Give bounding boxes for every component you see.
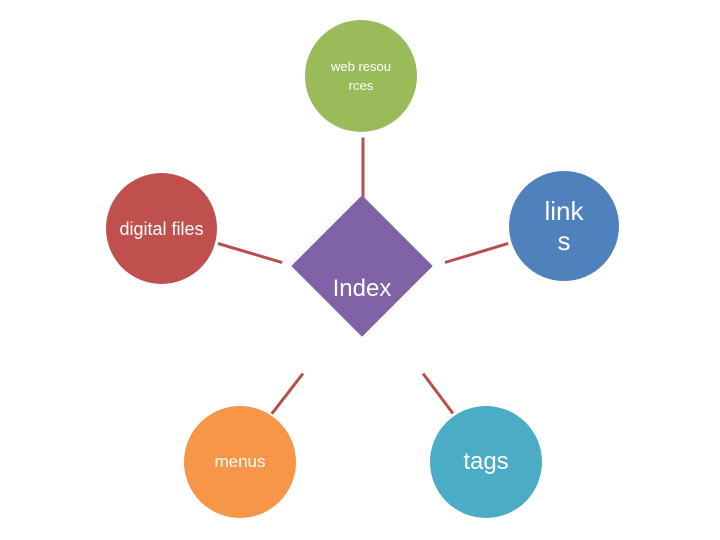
node-tags: tags bbox=[430, 406, 542, 518]
node-menus: menus bbox=[184, 406, 296, 518]
node-tags-label: tags bbox=[463, 448, 509, 475]
node-menus-label: menus bbox=[214, 452, 266, 471]
node-digital-files: digital files bbox=[106, 173, 217, 284]
connector-menus bbox=[270, 372, 305, 414]
node-links: links bbox=[509, 171, 619, 281]
node-links-label: links bbox=[544, 196, 584, 256]
node-web-resources: web resources bbox=[305, 20, 417, 132]
connector-tags bbox=[421, 372, 455, 414]
connector-links bbox=[444, 241, 509, 264]
node-web-resources-label: web resources bbox=[331, 59, 391, 93]
center-node-index-label: Index bbox=[332, 275, 392, 302]
center-node-index bbox=[291, 195, 433, 337]
node-digital-files-label: digital files bbox=[119, 218, 204, 239]
connector-digital-files bbox=[217, 241, 283, 264]
